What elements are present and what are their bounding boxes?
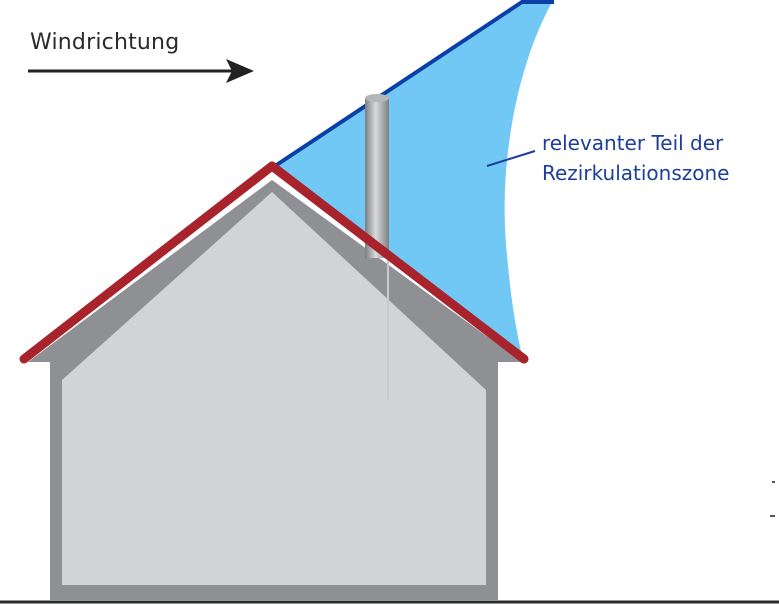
recirculation-zone <box>272 2 552 355</box>
zone-label-line1: relevanter Teil der <box>542 131 724 155</box>
wind-direction-label: Windrichtung <box>30 30 180 55</box>
roof <box>19 161 529 364</box>
chimney <box>365 98 389 258</box>
chimney-top <box>365 94 389 102</box>
recirculation-zone-label: relevanter Teil der Rezirkulationszone <box>542 128 729 188</box>
zone-label-line2: Rezirkulationszone <box>542 161 730 185</box>
zone-upper-edge <box>270 0 554 170</box>
wind-arrow-head <box>226 59 254 83</box>
house-body <box>62 192 486 585</box>
zone-leader-line <box>486 150 536 167</box>
